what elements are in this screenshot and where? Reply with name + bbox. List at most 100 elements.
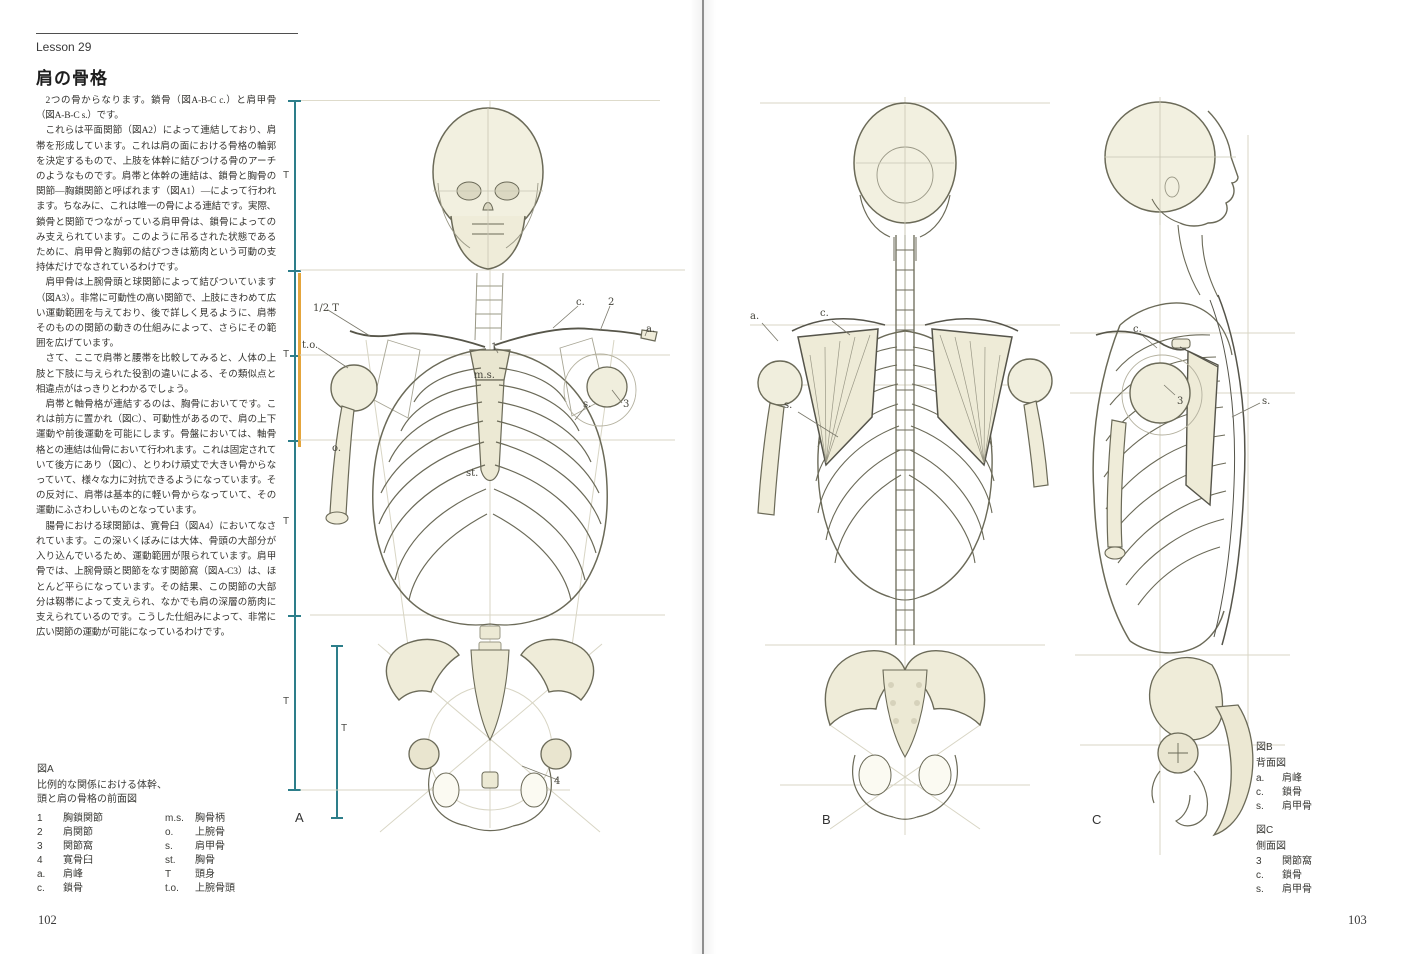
legend-key: 4: [37, 855, 43, 866]
legend-row: 1 胸鎖関節: [37, 812, 103, 826]
legend-row: c. 鎖骨: [1256, 786, 1312, 800]
legend-key: o.: [165, 827, 174, 838]
legend-label: 上腕骨頭: [195, 883, 235, 894]
paragraph: 2つの骨からなります。鎖骨（図A-B-C c.）と肩甲骨（図A-B-C s.）で…: [36, 96, 276, 122]
page-number-right: 103: [1348, 913, 1367, 927]
paragraph: これらは平面関節（図A2）によって連結しており、肩帯を形成しています。これは肩の…: [36, 126, 276, 274]
ribcage-front: [373, 349, 607, 625]
legend-key: 3: [1256, 856, 1262, 867]
legend-c-subtitle: 側面図: [1256, 841, 1286, 852]
page-gutter: [702, 0, 704, 954]
label-leader-lines: [1143, 336, 1260, 417]
legend-a-column-1: 1 胸鎖関節 2 肩関節 3 関節窩 4 寛骨臼 a. 肩峰 c. 鎖骨: [37, 812, 103, 896]
lesson-number: Lesson 29: [36, 40, 92, 54]
spine-back: [896, 235, 914, 645]
legend-label: 肩関節: [63, 827, 93, 838]
legend-key: 2: [37, 827, 43, 838]
legend-row: m.s. 胸骨柄: [165, 812, 235, 826]
legend-row: T 頭身: [165, 868, 235, 882]
humerus-side: [1105, 355, 1202, 559]
legend-key: m.s.: [165, 813, 184, 824]
legend-label: 頭身: [195, 869, 215, 880]
legend-label: 寛骨臼: [63, 855, 93, 866]
sternum: [470, 350, 510, 481]
legend-figure-a: 図A 比例的な関係における体幹、 頭と肩の骨格の前面図: [37, 763, 267, 807]
legend-row: s. 肩甲骨: [1256, 800, 1312, 814]
legend-label: 肩甲骨: [1282, 884, 1312, 895]
legend-label: 鎖骨: [1282, 870, 1302, 881]
legend-label: 鎖骨: [1282, 787, 1302, 798]
pelvis-front: [386, 639, 593, 830]
legend-key: s.: [165, 841, 173, 852]
humerus-left: [326, 365, 377, 524]
legend-label: 関節窩: [63, 841, 93, 852]
header-rule: [36, 33, 298, 34]
skull-back: [854, 103, 956, 261]
legend-row: 2 肩関節: [37, 826, 103, 840]
legend-a-subtitle-2: 頭と肩の骨格の前面図: [37, 794, 137, 805]
legend-key: a.: [37, 869, 46, 880]
legend-label: 胸骨柄: [195, 813, 225, 824]
ruler-tick: [288, 270, 301, 272]
ruler-tick: [288, 615, 301, 617]
cervical-spine: [475, 273, 503, 340]
legend-row: c. 鎖骨: [37, 882, 103, 896]
legend-a-title: 図A: [37, 764, 54, 775]
legend-key: st.: [165, 855, 176, 866]
paragraph: 腸骨における球関節は、寛骨臼（図A4）においてなされています。この深いくぼみには…: [36, 521, 276, 639]
figure-a-front-skeleton: [270, 88, 700, 838]
page-title: 肩の骨格: [36, 69, 108, 88]
legend-key: c.: [37, 883, 45, 894]
legend-key: t.o.: [165, 883, 179, 894]
legend-label: 肩甲骨: [1282, 801, 1312, 812]
legend-row: 3 関節窩: [37, 840, 103, 854]
figure-c-side-skeleton: [1060, 85, 1300, 865]
legend-label: 胸鎖関節: [63, 813, 103, 824]
paragraph: さて、ここで肩帯と腰帯を比較してみると、人体の上肢と下肢に与えられた役割の違いに…: [36, 354, 276, 395]
legend-key: s.: [1256, 884, 1264, 895]
thoracic-spine-side: [1210, 295, 1245, 645]
legend-key: 1: [37, 813, 43, 824]
legend-label: 関節窩: [1282, 856, 1312, 867]
legend-label: 上腕骨: [195, 827, 225, 838]
legend-key: c.: [1256, 787, 1264, 798]
ruler-tick: [288, 100, 301, 102]
paragraph: 肩帯と軸骨格が連結するのは、胸骨においてです。これは前方に置かれ（図C）、可動性…: [36, 400, 276, 517]
legend-row: 4 寛骨臼: [37, 854, 103, 868]
gutter-shade: [704, 0, 716, 954]
shoulder-girdle: [350, 328, 657, 418]
legend-key: a.: [1256, 773, 1265, 784]
legend-label: 肩甲骨: [195, 841, 225, 852]
proportion-ruler: [294, 100, 296, 790]
legend-key: T: [165, 869, 172, 880]
legend-row: a. 肩峰: [37, 868, 103, 882]
humeri-back: [758, 359, 1052, 515]
head-top-guide-line: [295, 100, 660, 101]
legend-key: 3: [37, 841, 43, 852]
ruler-tick: [331, 645, 343, 647]
ruler-tick: [331, 817, 343, 819]
legend-row: c.鎖骨: [1256, 869, 1312, 883]
legend-figure-b: 図B 背面図: [1256, 741, 1286, 771]
skull-front: [433, 108, 543, 269]
ruler-half-tick: [290, 355, 299, 357]
gutter-shade: [690, 0, 702, 954]
ruler-orange-segment: [298, 273, 301, 447]
legend-a-subtitle-1: 比例的な関係における体幹、: [37, 780, 167, 791]
legend-label: 鎖骨: [63, 883, 83, 894]
pelvis-ruler: [336, 645, 338, 818]
legend-row: t.o. 上腕骨頭: [165, 882, 235, 896]
legend-b-title: 図B: [1256, 742, 1273, 753]
legend-key: s.: [1256, 801, 1264, 812]
legend-label: 肩峰: [63, 869, 83, 880]
body-text: 2つの骨からなります。鎖骨（図A-B-C c.）と肩甲骨（図A-B-C s.）で…: [36, 94, 276, 641]
paragraph: 肩甲骨は上腕骨頭と球関節によって結びついています（図A3）。非常に可動性の高い関…: [36, 278, 276, 350]
ruler-tick: [288, 789, 301, 791]
legend-figure-c: 図C 側面図: [1256, 824, 1286, 854]
legend-b-subtitle: 背面図: [1256, 758, 1286, 769]
legend-row: 3 関節窩: [1256, 855, 1312, 869]
label-leader-lines: [318, 306, 648, 780]
